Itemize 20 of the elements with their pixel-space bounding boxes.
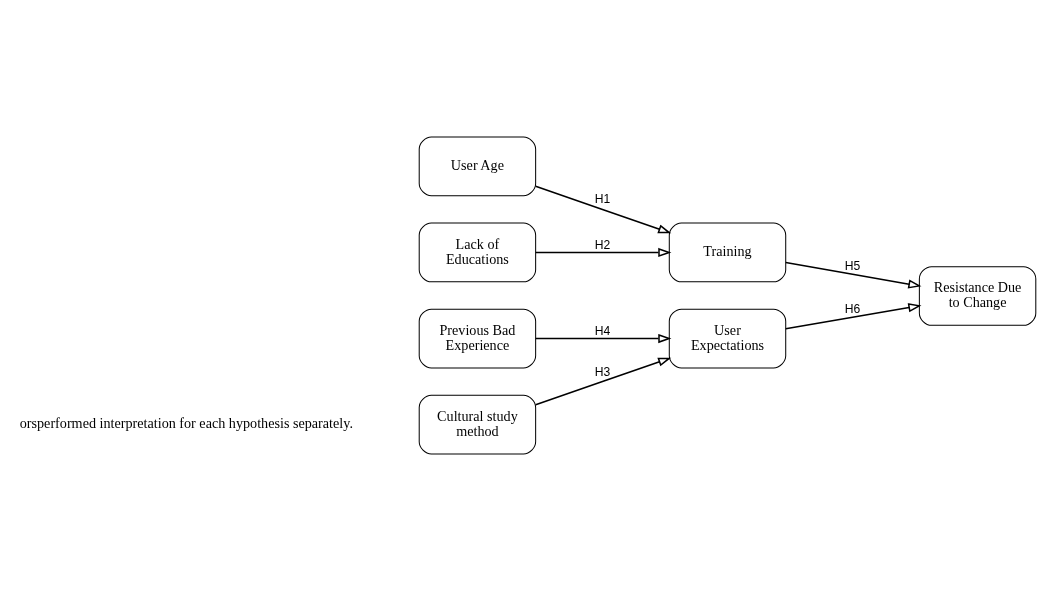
node-box: User Expectations bbox=[668, 308, 787, 369]
node-box: Training bbox=[668, 222, 787, 283]
edge-label: H6 bbox=[844, 301, 861, 316]
edge-label: H3 bbox=[594, 364, 611, 379]
node-box: User Age bbox=[418, 136, 537, 197]
arrow bbox=[534, 247, 672, 258]
arrow bbox=[534, 185, 672, 234]
arrow bbox=[785, 261, 922, 289]
edge-label: H4 bbox=[594, 324, 611, 339]
node-box: Previous Bad Experience bbox=[418, 308, 537, 369]
arrow bbox=[534, 357, 672, 406]
arrow bbox=[534, 333, 672, 344]
edge-label: H5 bbox=[844, 259, 861, 274]
edge-label: H2 bbox=[594, 238, 611, 253]
edge-label: H1 bbox=[594, 192, 611, 207]
arrow bbox=[785, 303, 922, 330]
node-box: Lack of Educations bbox=[418, 222, 537, 283]
label: orsperformed interpretation for each hypothesis separately. bbox=[19, 415, 353, 432]
node-box: Resistance Due to Change bbox=[918, 266, 1037, 326]
node-box: Cultural study method bbox=[418, 394, 537, 455]
